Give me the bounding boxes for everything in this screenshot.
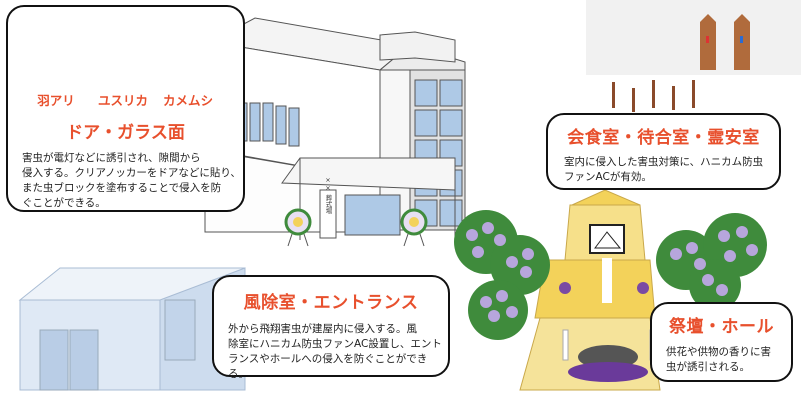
- building-sign: ×× 葬式場: [324, 176, 332, 215]
- callout-entrance-title: 風除室・エントランス: [243, 293, 419, 313]
- desc-line: 除室にハニカム防虫ファンAC設置し、エント: [228, 338, 442, 350]
- desc-line: また虫ブロックを塗布することで侵入を防: [22, 182, 222, 194]
- desc-line: 害虫が電灯などに誘引され、隙間から: [22, 152, 201, 164]
- flower-stand-left-icon: [454, 210, 550, 340]
- callout-door-glass-desc: 害虫が電灯などに誘引され、隙間から 侵入する。クリアノッカーをドアなどに貼り、 …: [22, 151, 245, 211]
- insect-label-stink-bug: カメムシ: [162, 93, 213, 108]
- desc-line: 室内に侵入した害虫対策に、ハニカム防虫: [564, 156, 764, 168]
- callout-entrance: 風除室・エントランス 外から飛翔害虫が建屋内に侵入する。風 除室にハニカム防虫フ…: [212, 275, 450, 380]
- callout-door-glass: [6, 5, 245, 212]
- entrance-wreath-right-icon: [400, 208, 428, 247]
- desc-line: 外から飛翔害虫が建屋内に侵入する。風: [228, 323, 417, 335]
- callout-hall-desc: 室内に侵入した害虫対策に、ハニカム防虫 ファンACが有効。: [564, 155, 779, 185]
- callout-hall-title: 会食室・待合室・霊安室: [567, 128, 760, 148]
- entrance-wreath-left-icon: [284, 208, 312, 247]
- desc-line: ぐことができる。: [22, 197, 106, 209]
- vestibule-illustration: [18, 267, 246, 391]
- desc-line: 侵入する。クリアノッカーをドアなどに貼り、: [22, 167, 241, 179]
- insect-label-midge: ユスリカ: [97, 93, 148, 108]
- main-building: [204, 17, 466, 240]
- callout-door-glass-title: ドア・ガラス面: [66, 123, 185, 143]
- insect-label-winged-ant: 羽アリ: [37, 93, 75, 108]
- reception-room-illustration: [586, 0, 801, 115]
- altar-illustration: [519, 189, 661, 391]
- callout-entrance-desc: 外から飛翔害虫が建屋内に侵入する。風 除室にハニカム防虫ファンAC設置し、エント…: [228, 322, 448, 382]
- callout-altar-title: 祭壇・ホール: [669, 317, 774, 337]
- desc-line: 虫が誘引される。: [666, 361, 750, 373]
- callout-altar: 祭壇・ホール 供花や供物の香りに害 虫が誘引される。: [650, 302, 793, 382]
- flower-stand-right-icon: [656, 213, 767, 311]
- desc-line: 供花や供物の香りに害: [666, 346, 771, 358]
- callout-hall: 会食室・待合室・霊安室 室内に侵入した害虫対策に、ハニカム防虫 ファンACが有効…: [546, 113, 781, 190]
- desc-line: ランスやホールへの侵入を防ぐことができる。: [228, 353, 428, 380]
- desc-line: ファンACが有効。: [564, 171, 652, 183]
- callout-altar-desc: 供花や供物の香りに害 虫が誘引される。: [666, 345, 791, 375]
